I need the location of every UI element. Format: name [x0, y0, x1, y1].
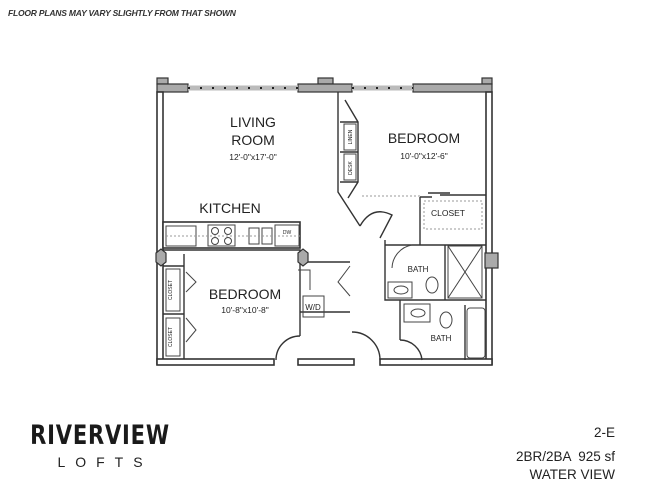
dishwasher-label: DW — [283, 230, 292, 236]
living-room-label-2: ROOM — [231, 132, 275, 148]
bedroom-2-label: BEDROOM — [209, 286, 281, 302]
bedroom-1-dimensions: 10'-0"x12'-6" — [400, 151, 448, 161]
disclaimer: FLOOR PLANS MAY VARY SLIGHTLY FROM THAT … — [8, 8, 236, 18]
divider-wall — [337, 92, 393, 239]
exterior-walls — [156, 77, 493, 366]
brand-logo: RIVERVIEW LOFTS — [28, 420, 172, 470]
desk-label: DESK — [348, 161, 354, 175]
linen-label: LINEN — [348, 129, 354, 144]
closet-label-left-2: CLOSET — [168, 327, 174, 347]
bathrooms — [384, 240, 499, 361]
bath-1-label: BATH — [408, 265, 429, 274]
unit-code: 2-E — [593, 425, 615, 440]
closet-label-bedroom-1: CLOSET — [431, 208, 465, 218]
unit-summary: 2BR/2BA 925 sf — [515, 449, 615, 464]
bedroom-1-closet — [362, 192, 486, 245]
unit-info: 2-E 2BR/2BA 925 sf WATER VIEW — [516, 424, 615, 484]
kitchen-label: KITCHEN — [199, 200, 260, 216]
bath-2-label: BATH — [431, 334, 452, 343]
unit-view: WATER VIEW — [529, 467, 616, 482]
brand-name: RIVERVIEW — [30, 420, 170, 451]
brand-subtitle: LOFTS — [57, 454, 153, 470]
kitchen-counter — [162, 221, 301, 249]
closet-label-left-1: CLOSET — [168, 280, 174, 300]
living-room-label-1: LIVING — [230, 114, 276, 130]
bedroom-2-dimensions: 10'-8"x10'-8" — [221, 305, 269, 315]
bedroom-2-walls — [155, 248, 381, 361]
bedroom-1-label: BEDROOM — [388, 130, 460, 146]
living-room-dimensions: 12'-0"x17'-0" — [229, 152, 277, 162]
washer-dryer-label: W/D — [305, 303, 321, 312]
